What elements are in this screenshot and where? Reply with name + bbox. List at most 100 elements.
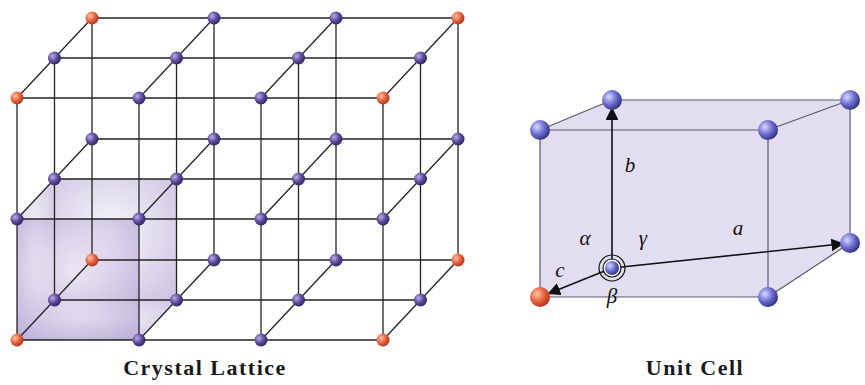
lattice-atom bbox=[452, 133, 465, 146]
lattice-line bbox=[177, 139, 215, 179]
lattice-atom bbox=[330, 254, 343, 267]
lattice-line bbox=[336, 138, 458, 139]
lattice-line bbox=[92, 17, 214, 18]
lattice-atom bbox=[377, 92, 390, 105]
lattice-line bbox=[421, 18, 459, 58]
axis-label: c bbox=[555, 260, 564, 281]
lattice-line bbox=[261, 179, 299, 219]
unit-cell-atom bbox=[840, 233, 860, 253]
lattice-line bbox=[299, 260, 337, 300]
angle-label: γ bbox=[639, 228, 647, 249]
unit-cell-drawing bbox=[530, 90, 860, 307]
lattice-line bbox=[420, 58, 421, 179]
lattice-atom bbox=[255, 213, 268, 226]
unit-cell-atom bbox=[602, 90, 622, 110]
lattice-line bbox=[383, 58, 421, 98]
lattice-atom bbox=[11, 213, 24, 226]
lattice-line bbox=[177, 57, 299, 58]
lattice-line bbox=[457, 139, 458, 260]
lattice-atom bbox=[208, 254, 221, 267]
lattice-line bbox=[261, 300, 299, 340]
lattice-atom bbox=[208, 12, 221, 25]
lattice-line bbox=[421, 260, 459, 300]
lattice-atom bbox=[292, 294, 305, 307]
unit-cell-atom bbox=[840, 90, 860, 110]
lattice-line bbox=[260, 219, 261, 340]
lattice-line bbox=[261, 97, 383, 98]
unit-cell-edge bbox=[612, 99, 850, 100]
lattice-atom bbox=[414, 294, 427, 307]
lattice-atom bbox=[133, 334, 146, 347]
figure-caption: Crystal Lattice bbox=[123, 357, 287, 379]
lattice-atom bbox=[255, 92, 268, 105]
lattice-atom bbox=[208, 133, 221, 146]
lattice-line bbox=[420, 179, 421, 300]
axis-label: b bbox=[625, 155, 636, 176]
lattice-atom bbox=[48, 52, 61, 65]
lattice-line bbox=[177, 299, 299, 300]
lattice-line bbox=[92, 259, 214, 260]
lattice-atom bbox=[377, 334, 390, 347]
lattice-line bbox=[382, 98, 383, 219]
lattice-line bbox=[213, 18, 214, 139]
lattice-atom bbox=[86, 254, 99, 267]
lattice-line bbox=[383, 300, 421, 340]
unit-cell-atom bbox=[605, 261, 619, 275]
lattice-line bbox=[138, 219, 139, 340]
unit-cell-edge bbox=[540, 129, 768, 130]
unit-cell-edge bbox=[540, 100, 612, 130]
unit-cell-edge bbox=[849, 100, 850, 243]
lattice-line bbox=[299, 139, 337, 179]
lattice-line bbox=[55, 18, 93, 58]
lattice-line bbox=[139, 218, 261, 219]
lattice-line bbox=[298, 58, 299, 179]
lattice-line bbox=[213, 139, 214, 260]
unit-cell-edge bbox=[540, 296, 768, 297]
lattice-line bbox=[16, 219, 17, 340]
lattice-line bbox=[138, 98, 139, 219]
lattice-atom bbox=[292, 52, 305, 65]
lattice-drawing bbox=[11, 12, 465, 347]
angle-label: β bbox=[607, 286, 617, 307]
unit-cell-face bbox=[540, 130, 768, 297]
angle-label: α bbox=[579, 228, 590, 249]
lattice-line bbox=[177, 18, 215, 58]
lattice-line bbox=[54, 179, 55, 300]
axis-label: a bbox=[733, 218, 744, 239]
unit-cell-shading bbox=[17, 219, 139, 340]
lattice-atom bbox=[86, 133, 99, 146]
lattice-atom bbox=[86, 12, 99, 25]
lattice-atom bbox=[452, 12, 465, 25]
lattice-line bbox=[260, 98, 261, 219]
lattice-line bbox=[17, 218, 139, 219]
lattice-line bbox=[299, 57, 421, 58]
lattice-line bbox=[336, 17, 458, 18]
lattice-line bbox=[299, 178, 421, 179]
lattice-line bbox=[17, 179, 55, 219]
lattice-line bbox=[176, 179, 177, 300]
unit-cell-atom bbox=[758, 287, 778, 307]
lattice-line bbox=[299, 299, 421, 300]
unit-cell-atom bbox=[530, 120, 550, 140]
lattice-line bbox=[55, 260, 93, 300]
unit-cell-face bbox=[768, 100, 850, 297]
lattice-atom bbox=[133, 213, 146, 226]
lattice-line bbox=[299, 18, 337, 58]
lattice-atom bbox=[414, 52, 427, 65]
lattice-atom bbox=[170, 173, 183, 186]
lattice-line bbox=[91, 18, 92, 139]
lattice-line bbox=[298, 179, 299, 300]
lattice-line bbox=[261, 218, 383, 219]
lattice-atom bbox=[48, 294, 61, 307]
angle-arc bbox=[599, 255, 625, 281]
lattice-atom bbox=[292, 173, 305, 186]
lattice-atom bbox=[170, 294, 183, 307]
lattice-line bbox=[335, 18, 336, 139]
lattice-atom bbox=[170, 52, 183, 65]
lattice-atom bbox=[452, 254, 465, 267]
unit-cell-edge bbox=[767, 130, 768, 297]
unit-cell-edge bbox=[768, 100, 850, 130]
lattice-line bbox=[139, 300, 177, 340]
lattice-line bbox=[139, 58, 177, 98]
unit-cell-atom bbox=[758, 120, 778, 140]
